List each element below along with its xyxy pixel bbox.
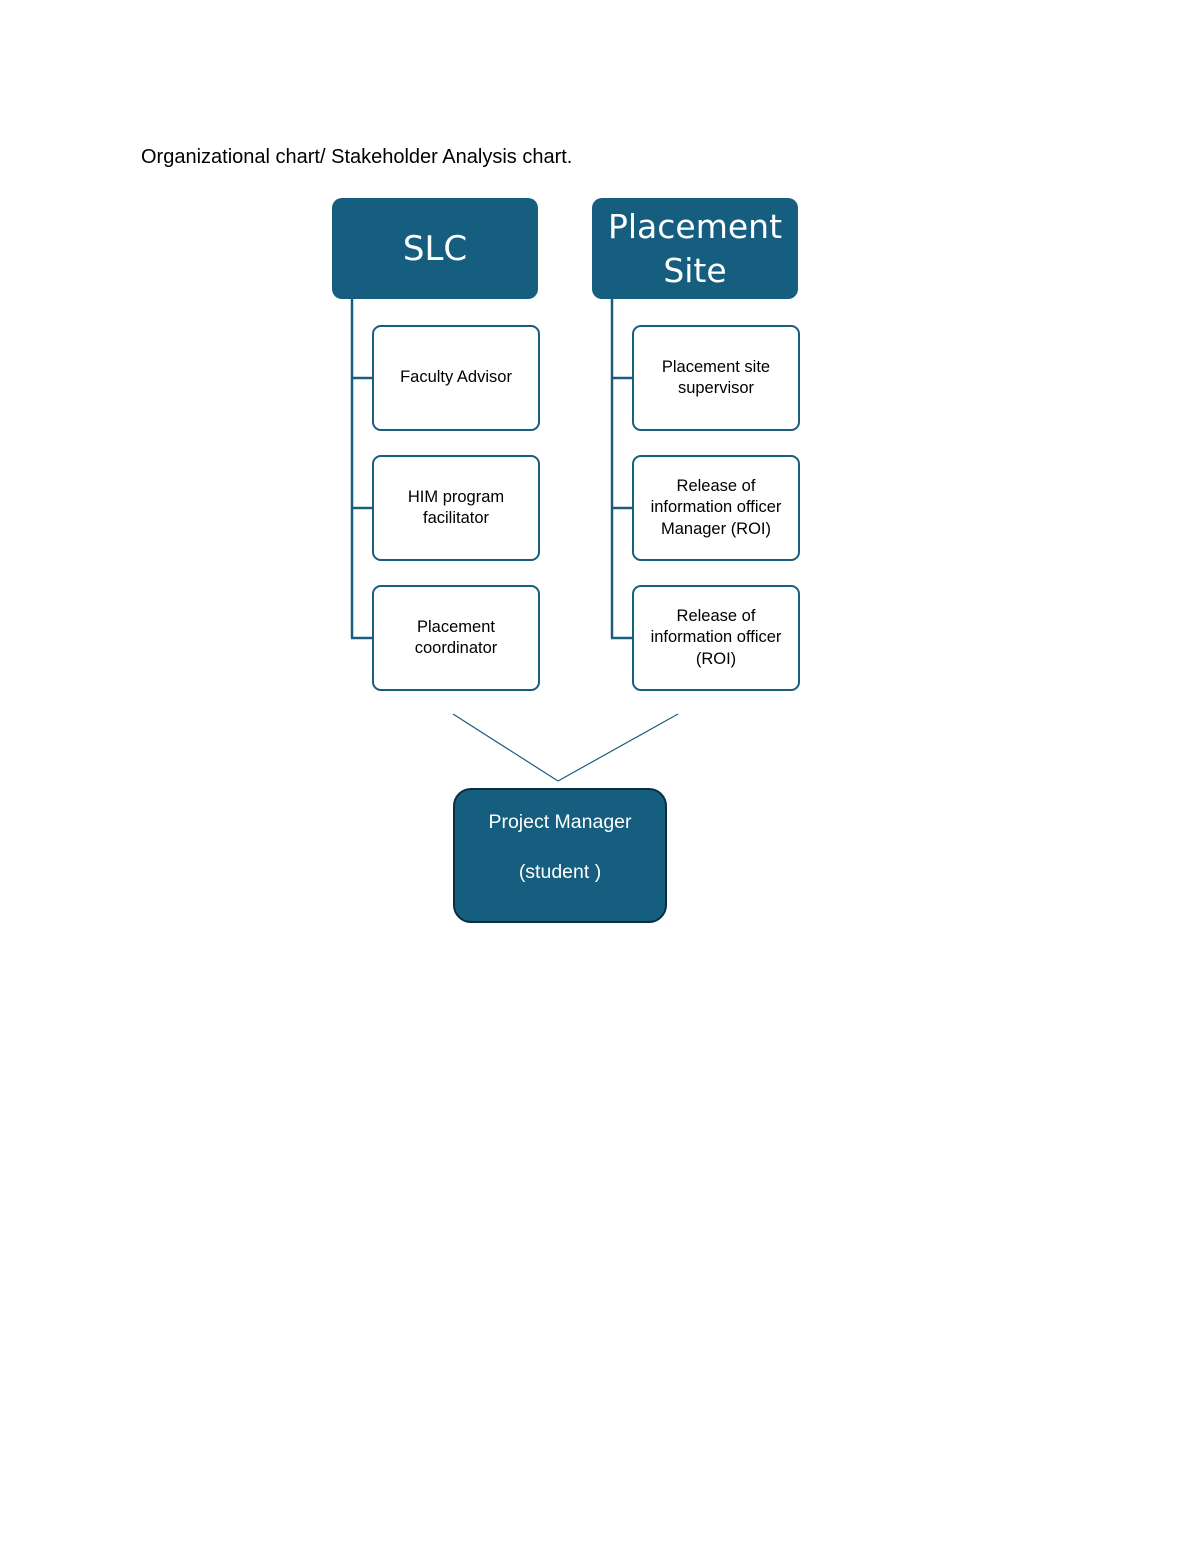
- slc-header: SLC: [332, 198, 538, 299]
- placement-site-header: Placement Site: [592, 198, 798, 299]
- convergence-line-left: [452, 713, 559, 782]
- him-program-facilitator-node: HIM program facilitator: [372, 455, 540, 561]
- connector-lines: [350, 299, 679, 782]
- page-heading: Organizational chart/ Stakeholder Analys…: [141, 146, 573, 168]
- placement-coordinator-node: Placement coordinator: [372, 585, 540, 691]
- roi-officer-node: Release of information officer (ROI): [632, 585, 800, 691]
- project-manager-title: Project Manager: [488, 811, 632, 833]
- roi-officer-manager-node: Release of information officer Manager (…: [632, 455, 800, 561]
- placement-site-supervisor-node: Placement site supervisor: [632, 325, 800, 431]
- project-manager-subtitle: (student ): [518, 861, 602, 883]
- project-manager-node: Project Manager (student ): [453, 788, 667, 923]
- faculty-advisor-node: Faculty Advisor: [372, 325, 540, 431]
- convergence-line-right: [557, 713, 679, 782]
